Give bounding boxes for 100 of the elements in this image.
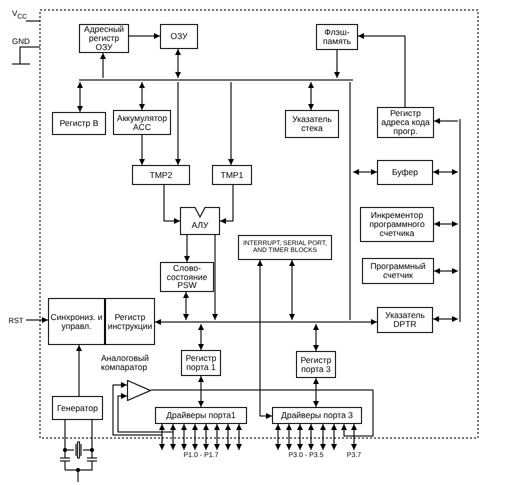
block-box: [285, 110, 339, 138]
arrow: [154, 319, 164, 325]
block-label: Синхрониз. и управл.: [50, 312, 103, 330]
block-label: Указатель DPTR: [384, 311, 426, 329]
double-arrow: [198, 376, 204, 408]
double-arrow: [286, 424, 292, 450]
double-arrow: [225, 424, 231, 450]
block-label: Указатель стека: [291, 115, 333, 133]
block-box: [377, 307, 433, 333]
block-label: Адресный регистр ОЗУ: [83, 25, 125, 52]
double-arrow: [198, 324, 204, 350]
double-arrow: [275, 424, 281, 450]
comparator-symbol: [127, 380, 151, 401]
double-arrow: [139, 82, 145, 110]
alu-block: [180, 207, 220, 235]
double-arrow: [351, 424, 357, 450]
arrow: [26, 317, 48, 323]
pin-label: V$_{CC}$: [12, 9, 27, 21]
double-arrow: [313, 324, 319, 352]
arrow: [100, 52, 106, 78]
bus-line: [163, 320, 353, 324]
double-arrow: [434, 268, 458, 274]
double-arrow: [170, 424, 176, 450]
block-box: [377, 160, 433, 185]
block-label: Регистр B: [60, 119, 98, 128]
block-box: [48, 298, 105, 345]
arrow: [112, 382, 162, 436]
double-arrow: [192, 424, 198, 450]
block-label: Инкрементор программного счетчика: [368, 211, 426, 238]
block-label: Регистр порта 3: [300, 356, 332, 374]
arrow: [358, 33, 406, 108]
arrow: [434, 118, 458, 124]
block-box: [296, 351, 336, 378]
bus-line: [348, 82, 353, 320]
arrow: [352, 319, 378, 325]
block-box: [132, 165, 190, 185]
component-caption: Аналоговый компаратор: [101, 354, 150, 373]
block-label: Регистр порта 1: [184, 354, 218, 372]
block-label: Драйверы порта 3: [281, 411, 353, 420]
arrow: [175, 82, 181, 166]
double-arrow: [203, 424, 209, 450]
double-arrow: [297, 424, 303, 450]
block-box: [79, 24, 129, 53]
block-label: TMP2: [150, 170, 172, 180]
double-arrow: [214, 424, 220, 450]
block-box: [105, 298, 155, 345]
block-label: Генератор: [57, 404, 98, 412]
block-label: АЛУ: [192, 221, 208, 230]
block-label: Регистр адреса кода прогр.: [380, 109, 431, 136]
double-arrow: [434, 221, 458, 227]
double-arrow: [313, 378, 319, 408]
block-box: [52, 396, 103, 420]
block-box: [160, 24, 198, 49]
double-arrow: [432, 169, 458, 175]
double-arrow: [175, 48, 181, 78]
block-box: [212, 165, 252, 185]
block-box: [155, 407, 247, 424]
block-box: [316, 24, 358, 50]
pin-label: GND: [12, 37, 30, 46]
double-arrow: [181, 424, 187, 450]
block-label: Регистр инструкции: [107, 312, 153, 330]
block-box: [181, 350, 221, 376]
bus-line: [79, 78, 353, 82]
arrow: [334, 50, 340, 78]
block-label: ОЗУ: [170, 32, 188, 41]
arrow: [150, 390, 374, 436]
block-label: Аккумулятор ACC: [116, 114, 168, 132]
block-box: [52, 112, 106, 135]
block-label: Буфер: [392, 168, 418, 177]
arrow: [184, 234, 190, 262]
double-arrow: [308, 82, 314, 110]
block-label: Слово-состояние PSW: [166, 264, 208, 290]
double-arrow: [308, 424, 314, 450]
double-arrow: [159, 424, 165, 450]
double-arrow: [331, 424, 337, 450]
block-label: Драйверы порта1: [166, 411, 236, 420]
block-label: Программный счетчик: [369, 262, 427, 280]
arrow: [139, 134, 145, 166]
arrow: [164, 184, 180, 224]
arrow: [220, 184, 234, 224]
arrow: [128, 33, 160, 39]
double-arrow: [432, 316, 458, 322]
double-arrow: [352, 169, 378, 175]
double-arrow: [289, 260, 295, 320]
block-box: [362, 258, 434, 284]
arrow: [118, 393, 174, 432]
block-box: [360, 207, 434, 242]
double-arrow: [183, 292, 189, 320]
double-arrow: [236, 424, 242, 450]
arrow: [76, 344, 82, 396]
block-box: [272, 407, 362, 424]
block-label: TMP1: [220, 170, 244, 180]
double-arrow: [320, 424, 326, 450]
arrow: [228, 82, 234, 166]
double-arrow: [257, 260, 272, 419]
double-arrow: [77, 82, 83, 112]
block-box: [238, 235, 332, 260]
arrow: [212, 234, 218, 320]
bus-line: [458, 119, 463, 322]
block-label: Флэш-память: [322, 28, 352, 46]
